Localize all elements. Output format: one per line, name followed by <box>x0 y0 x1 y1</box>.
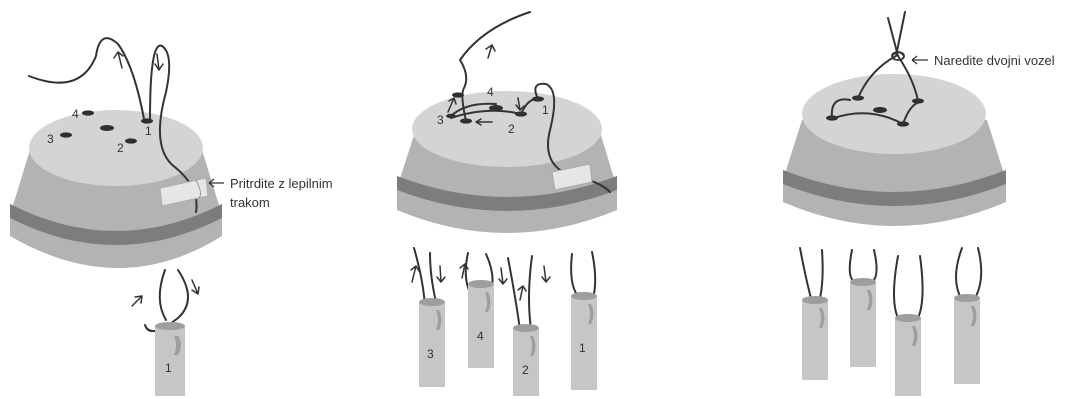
arrow <box>154 53 164 71</box>
hole <box>125 138 137 144</box>
arrow <box>459 263 469 279</box>
string <box>149 44 198 213</box>
tube <box>419 298 445 387</box>
hole <box>82 110 94 116</box>
string <box>458 11 531 122</box>
pot-band <box>783 170 1006 206</box>
arrow <box>191 279 200 295</box>
callout-arrow <box>208 178 224 188</box>
string <box>902 101 921 125</box>
tube <box>850 278 876 367</box>
string <box>819 249 824 299</box>
hole <box>60 132 72 138</box>
arrow <box>410 265 420 283</box>
tube-label-1: 1 <box>579 341 586 355</box>
arrow <box>541 265 551 283</box>
string <box>833 112 904 125</box>
string <box>871 249 878 283</box>
hole <box>452 92 464 98</box>
panel-2: 4 3 2 1 3 4 2 1 <box>397 11 617 396</box>
tube-label-1: 1 <box>165 361 172 375</box>
panel-1: 4 3 2 1 1 Pritrdite z lepilnim trakom <box>10 37 333 396</box>
arrow <box>515 97 525 111</box>
hole-label-2: 2 <box>508 122 515 136</box>
string <box>893 255 899 319</box>
hole-label-3: 3 <box>47 132 54 146</box>
hole-label-1: 1 <box>145 124 152 138</box>
string <box>830 98 851 119</box>
string <box>973 247 983 301</box>
pot-body <box>10 150 222 268</box>
hole-label-2: 2 <box>117 141 124 155</box>
string <box>955 247 963 301</box>
hole <box>141 118 153 124</box>
tube <box>954 294 980 384</box>
string <box>507 257 521 331</box>
pot-top <box>29 110 203 186</box>
tube <box>155 322 185 396</box>
callout-tape-line2: trakom <box>230 195 270 210</box>
arrow <box>475 118 493 126</box>
callout-arrow <box>911 55 928 65</box>
string <box>799 247 813 303</box>
tube-label-2: 2 <box>522 363 529 377</box>
callout-knot: Naredite dvojni vozel <box>934 53 1055 68</box>
tube <box>571 292 597 390</box>
string <box>887 17 919 102</box>
string <box>528 255 533 337</box>
hole <box>489 105 503 111</box>
tube-label-3: 3 <box>427 347 434 361</box>
pot-top <box>412 91 602 167</box>
arrow <box>517 285 527 301</box>
arrow <box>436 265 446 283</box>
string <box>450 102 497 117</box>
arrow <box>113 51 124 69</box>
tape-strip <box>159 177 209 207</box>
hole-label-4: 4 <box>72 107 79 121</box>
knot-icon <box>891 51 905 61</box>
tube <box>802 296 828 380</box>
hole <box>100 125 114 131</box>
tube <box>895 314 921 396</box>
arrow <box>498 267 508 285</box>
tube <box>513 324 539 396</box>
tube-label-4: 4 <box>477 329 484 343</box>
hole-label-1: 1 <box>542 103 549 117</box>
pot-band <box>10 204 222 245</box>
tape-strip <box>551 163 593 191</box>
string <box>857 11 906 99</box>
arrow <box>485 44 496 59</box>
tube <box>468 280 494 368</box>
hole-label-4: 4 <box>487 85 494 99</box>
string <box>848 249 857 283</box>
string <box>144 269 189 333</box>
string <box>28 37 145 120</box>
arrow <box>131 295 143 307</box>
string <box>917 255 924 319</box>
callout-tape-line1: Pritrdite z lepilnim <box>230 176 333 191</box>
panel-3: Naredite dvojni vozel <box>783 11 1055 396</box>
hole <box>873 107 887 113</box>
pot-band <box>397 176 617 211</box>
hole-label-3: 3 <box>437 113 444 127</box>
arrow <box>447 97 457 113</box>
string <box>158 269 167 321</box>
pot-top <box>802 74 986 154</box>
string <box>450 109 522 119</box>
